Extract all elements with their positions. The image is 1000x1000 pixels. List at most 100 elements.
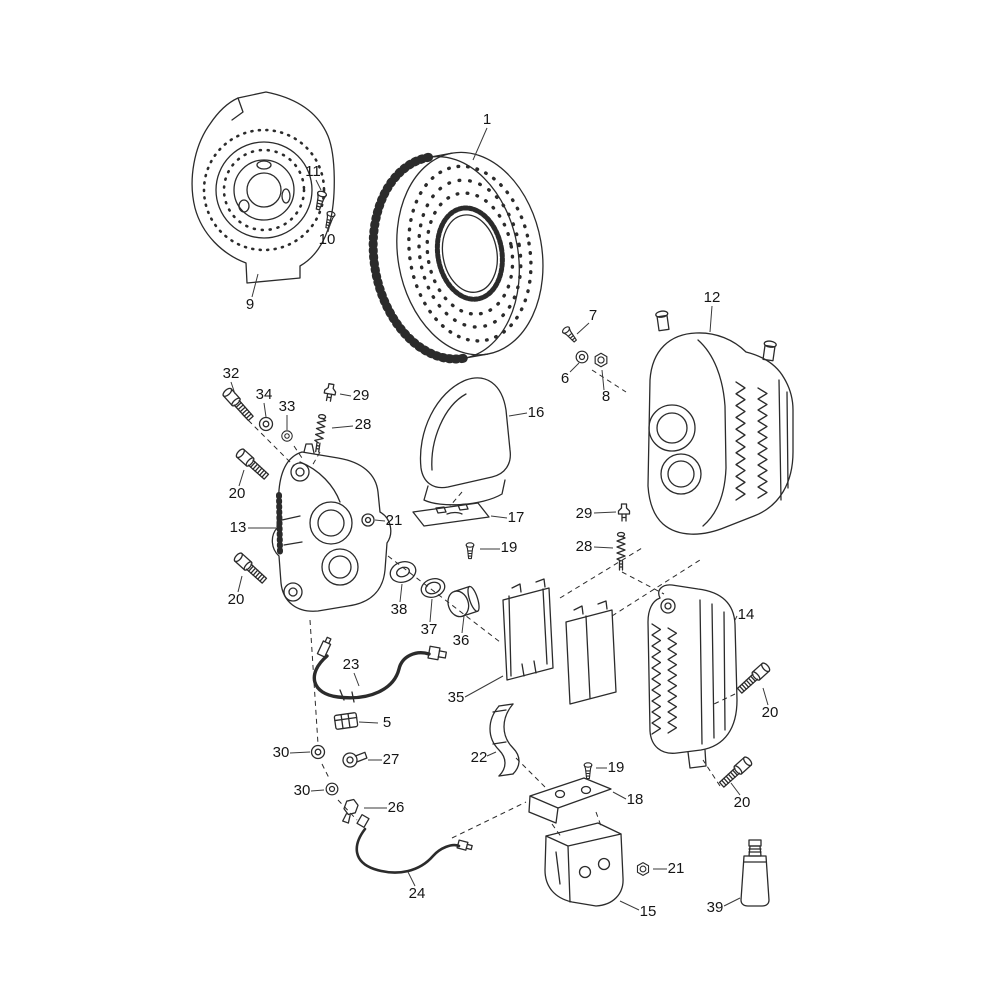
part-number-label-18: 18 [627,791,644,808]
diagram-artwork [191,91,794,907]
callout-leader-37 [429,598,433,623]
part-grease-tube-39 [740,839,770,907]
part-number-label-6: 6 [561,370,569,387]
part-washer-30-a [310,744,326,760]
callout-leader-23 [353,672,360,687]
assembly-dashed-lines [241,369,736,839]
part-number-label-13: 13 [230,519,247,536]
part-clip-5 [333,712,359,730]
callout-leader-15 [619,900,640,911]
part-bleeder-valve-29-left [322,382,338,403]
part-washer-33 [281,430,293,442]
part-brake-disc [368,151,544,364]
part-bolt-20-a [234,447,271,482]
callout-leader-9 [251,273,259,298]
part-bolt-20-c [735,661,772,696]
part-splash-shield [191,91,335,284]
part-number-label-34: 34 [256,386,273,403]
part-number-label-21: 21 [386,512,403,529]
part-number-label-26: 26 [388,799,405,816]
part-number-label-28: 28 [576,538,593,555]
part-number-label-15: 15 [640,903,657,920]
callout-leader-39 [723,897,741,907]
callout-leader-28 [331,425,354,429]
part-number-label-11: 11 [305,163,321,180]
part-number-label-30: 30 [294,782,311,799]
part-number-label-20: 20 [228,591,245,608]
callout-leader-29 [593,511,617,514]
callout-leader-34 [263,402,267,418]
part-brake-pipe-24 [355,814,473,874]
part-number-label-38: 38 [391,601,408,618]
callout-leader-21 [374,519,386,522]
part-bolt-32 [221,386,256,423]
part-number-label-1: 1 [483,111,491,128]
part-seal-38 [389,561,417,583]
callout-leader-14 [734,615,738,621]
part-fitting-26 [342,798,359,824]
part-bolt-20-b [232,551,269,586]
callout-leader-30 [310,789,325,792]
part-nut-8 [594,352,608,368]
part-washer-34 [258,416,274,432]
part-spring-screw-28-right [616,531,626,571]
part-number-label-5: 5 [383,714,391,731]
callout-leader-6 [569,362,580,373]
part-brake-pads-35 [502,578,617,705]
callout-leader-12 [709,305,713,333]
part-plug-21-a [361,513,375,527]
part-number-label-33: 33 [279,398,296,415]
part-bleeder-valve-29-right [617,503,631,522]
callout-leader-22 [486,751,497,757]
part-number-label-24: 24 [409,885,426,902]
part-number-label-37: 37 [421,621,438,638]
part-number-label-30: 30 [273,744,290,761]
part-number-label-19: 19 [608,759,625,776]
part-nut-21-b [636,862,650,876]
part-number-label-36: 36 [453,632,470,649]
callout-leader-18 [612,791,627,800]
part-number-label-12: 12 [704,289,721,306]
part-bracket-15 [544,822,624,907]
callout-leader-16 [508,412,528,417]
part-ring-37 [420,578,446,598]
part-screw-7 [560,325,579,345]
part-shim-17 [412,502,490,527]
part-number-label-23: 23 [343,656,360,673]
part-number-label-14: 14 [738,606,755,623]
callout-leader-32 [230,381,236,395]
callout-leader-28 [593,546,614,549]
callout-leader-10 [327,223,331,233]
part-number-label-16: 16 [528,404,545,421]
part-number-label-9: 9 [246,296,254,313]
callout-leader-24 [407,871,416,887]
callout-leader-30 [289,751,311,754]
part-number-label-21: 21 [668,860,685,877]
part-caliper-12 [647,310,794,535]
part-caliper-14 [647,584,738,769]
part-number-label-8: 8 [602,388,610,405]
part-number-label-29: 29 [353,387,370,404]
part-number-label-32: 32 [223,365,240,382]
part-number-label-10: 10 [319,231,336,248]
part-bracket-18 [528,777,612,824]
callout-leader-17 [490,515,508,519]
callout-leader-11 [315,179,322,191]
part-screw-19-a [465,542,475,560]
part-number-label-17: 17 [508,509,525,526]
part-number-label-35: 35 [448,689,465,706]
part-number-label-28: 28 [355,416,372,433]
callout-leader-20 [238,469,245,487]
part-number-label-19: 19 [501,539,518,556]
part-caliper-13 [271,443,392,612]
part-spreader-spring-22 [489,703,520,777]
callout-leader-36 [461,615,465,634]
callout-leader-8 [601,369,605,391]
callout-leader-20 [237,575,243,593]
callout-leader-38 [399,583,403,603]
part-piston-36 [447,585,480,618]
part-banjo-fitting-27 [342,751,368,768]
